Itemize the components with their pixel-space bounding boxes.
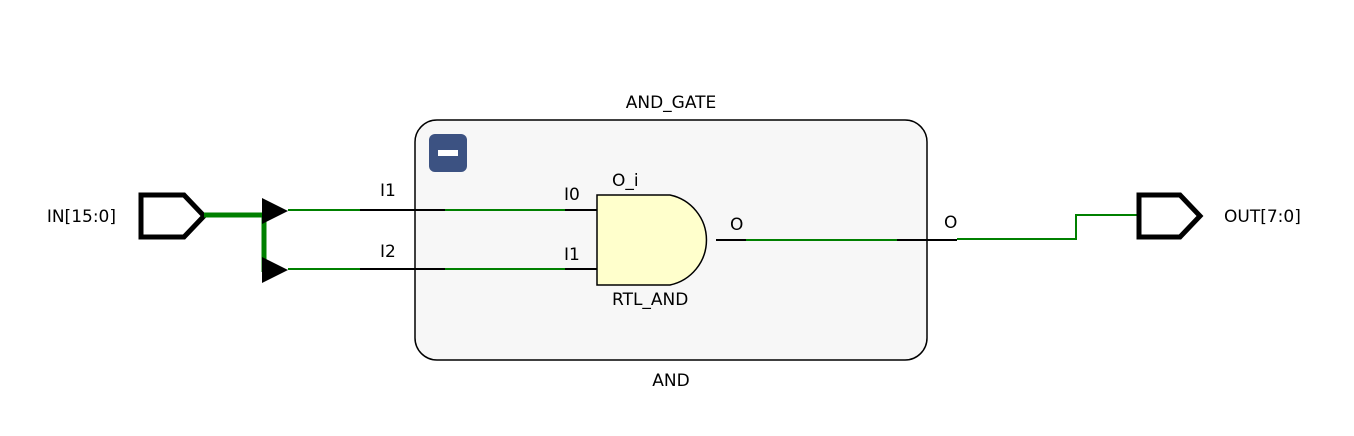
hier-cell-ref-name: AND [652, 371, 689, 391]
gate-pin-out: O [730, 215, 743, 235]
output-port-label: OUT[7:0] [1224, 207, 1301, 227]
cell-pin-in-bottom: I2 [380, 242, 396, 262]
hier-cell-title: AND_GATE [626, 93, 717, 113]
gate-instance-name: O_i [612, 171, 639, 191]
wire-out[interactable] [957, 214, 1139, 240]
gate-pin-in-top: I0 [564, 185, 580, 205]
bus-ripper-top[interactable] [262, 198, 288, 224]
input-bus[interactable] [204, 212, 267, 272]
bus-ripper-bottom[interactable] [262, 257, 288, 283]
output-port[interactable] [1136, 192, 1204, 240]
and-gate[interactable] [596, 194, 708, 286]
gate-pin-in-bottom: I1 [564, 245, 580, 265]
collapse-button[interactable] [429, 134, 467, 172]
cell-pin-out: O [944, 213, 957, 233]
gate-type-name: RTL_AND [612, 290, 688, 310]
minus-icon [438, 150, 458, 156]
input-port[interactable] [138, 192, 208, 240]
cell-pin-in-top: I1 [380, 181, 396, 201]
input-port-label: IN[15:0] [47, 207, 116, 227]
